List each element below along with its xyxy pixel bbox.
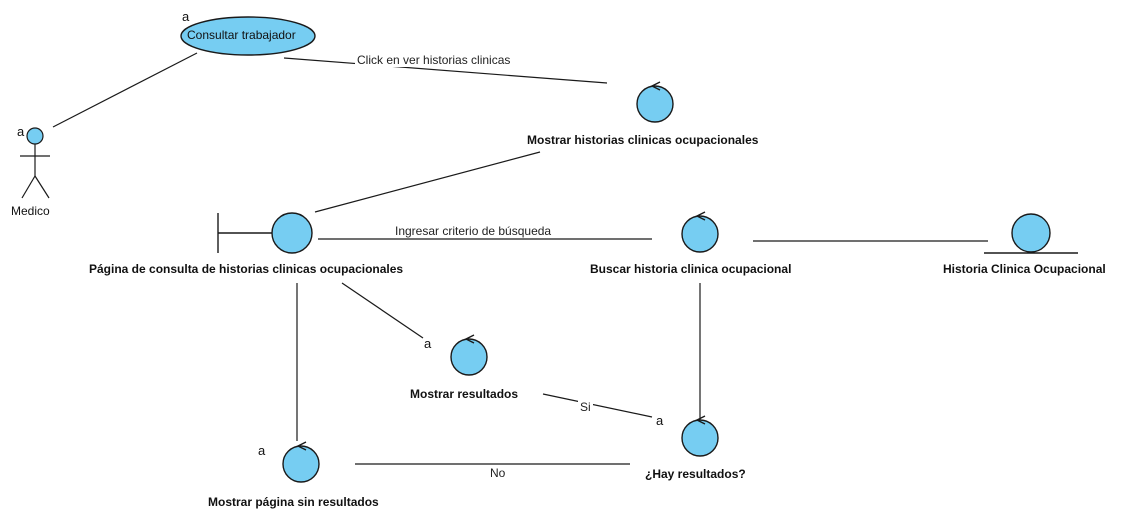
actor-icon [20, 127, 50, 199]
control-hay-resultados-name[interactable]: ¿Hay resultados? [645, 467, 746, 481]
control-mostrar-resultados-name[interactable]: Mostrar resultados [410, 387, 519, 401]
link-label-no: No [488, 466, 508, 480]
link-mostrar-historias-boundary [314, 151, 541, 213]
link-label-si: Si [578, 400, 593, 414]
use-case-multiplicity: a [182, 9, 190, 24]
link-usecase-mostrar-historias [283, 57, 608, 84]
entity-name[interactable]: Historia Clinica Ocupacional [943, 262, 1106, 276]
link-si [542, 393, 653, 418]
control-mostrar-historias-name[interactable]: Mostrar historias clinicas ocupacionales [527, 133, 759, 147]
link-boundary-mostrar-resultados [341, 282, 424, 339]
link-label-ingresar: Ingresar criterio de búsqueda [393, 224, 554, 238]
actor-name[interactable]: Medico [11, 204, 50, 218]
control-sin-resultados-icon [282, 441, 320, 483]
control-buscar-icon [681, 211, 719, 253]
control-hay-resultados-icon [681, 415, 719, 457]
mostrar-resultados-multiplicity: a [424, 336, 432, 351]
hay-resultados-multiplicity: a [656, 413, 664, 428]
boundary-icon [217, 212, 313, 254]
sin-resultados-multiplicity: a [258, 443, 266, 458]
actor-multiplicity: a [17, 124, 25, 139]
use-case-ellipse [180, 16, 316, 56]
control-buscar-name[interactable]: Buscar historia clinica ocupacional [590, 262, 792, 276]
use-case-label[interactable]: Consultar trabajador [187, 28, 296, 42]
control-sin-resultados-name[interactable]: Mostrar página sin resultados [208, 495, 379, 509]
entity-icon [984, 213, 1078, 254]
link-actor-usecase [52, 52, 198, 128]
control-mostrar-resultados-icon [450, 334, 488, 376]
control-mostrar-historias-icon [636, 81, 674, 123]
link-label-click: Click en ver historias clinicas [355, 53, 513, 67]
boundary-name[interactable]: Página de consulta de historias clinicas… [89, 262, 404, 276]
